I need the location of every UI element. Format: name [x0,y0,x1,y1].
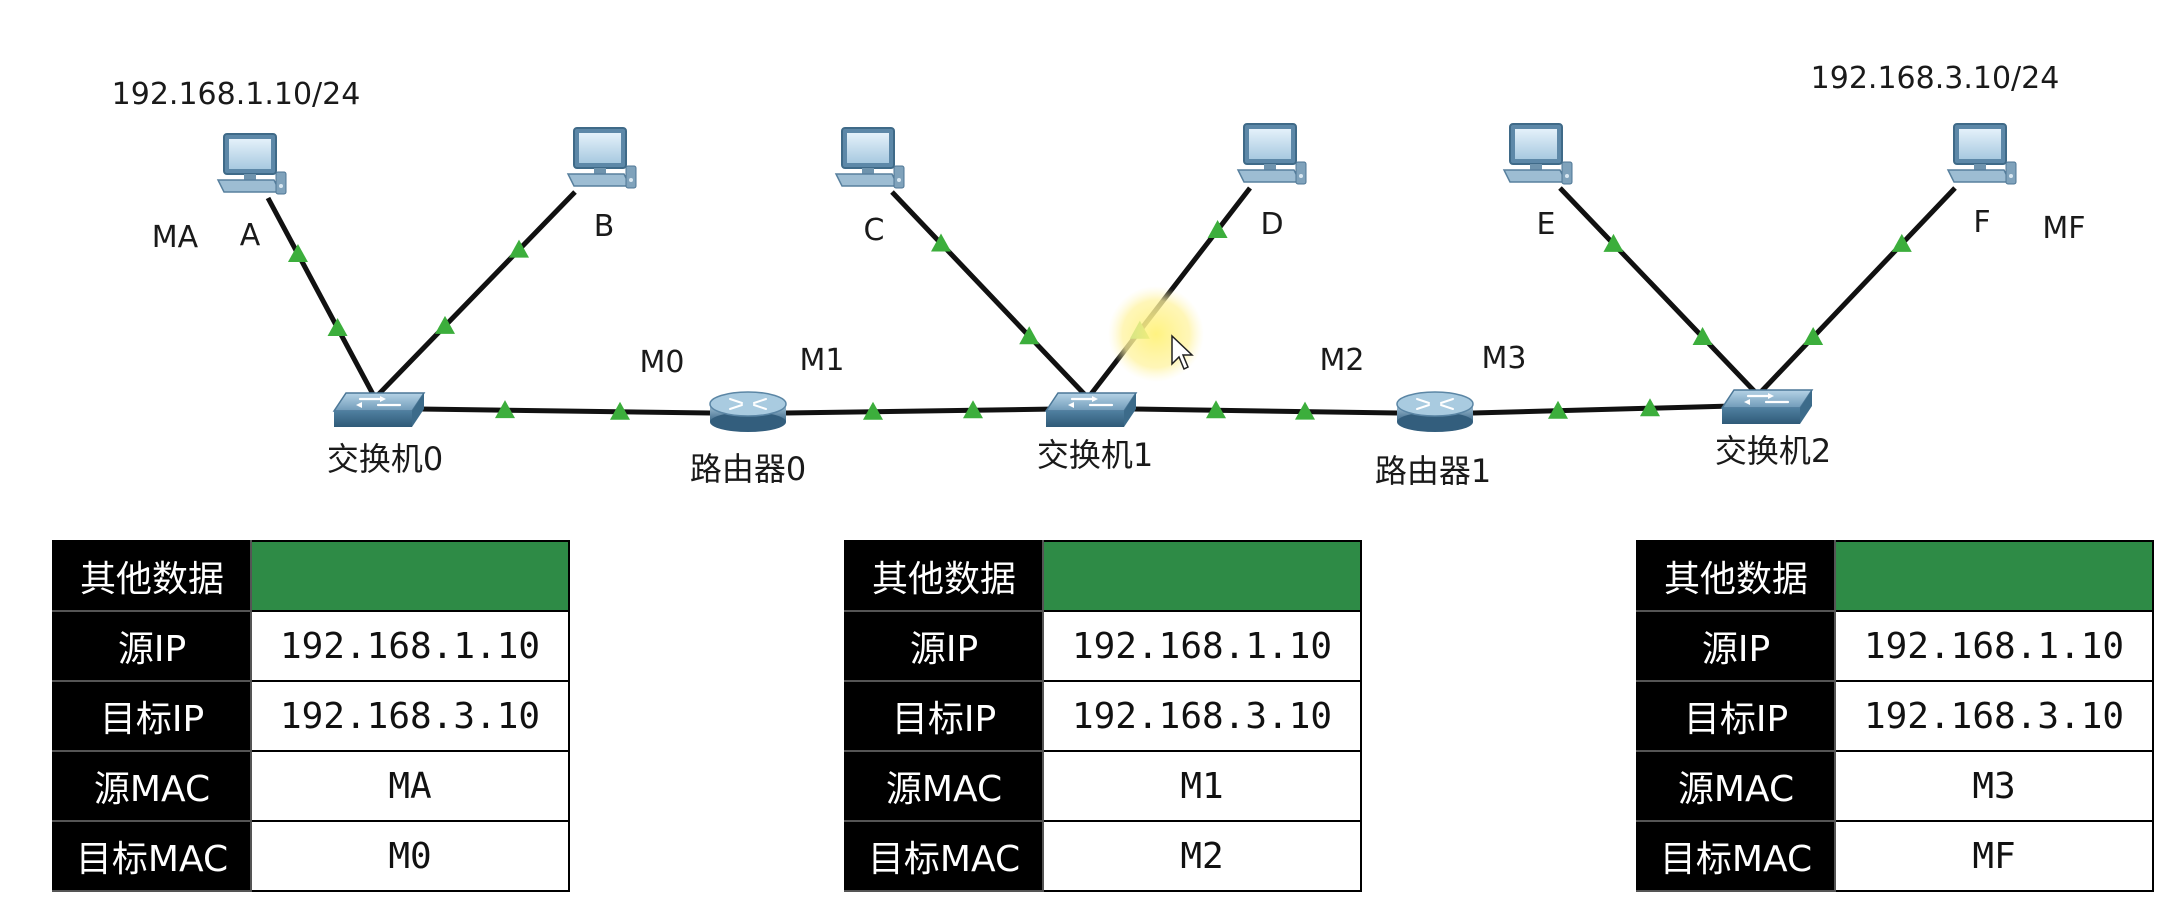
host-ip-a: 192.168.1.10/24 [112,77,361,112]
field-name: 源MAC [52,750,252,822]
payload-data-cell [250,540,570,612]
payload-data-cell [1834,540,2154,612]
pc-icon-d[interactable] [1237,123,1307,185]
field-name: 目标IP [844,680,1044,752]
table-row: 其他数据 [1636,540,2154,612]
host-mac-f: MF [2042,211,2085,246]
host-ip-f: 192.168.3.10/24 [1811,61,2060,96]
link-up-triangle-icon [287,244,308,262]
field-name: 其他数据 [52,540,252,612]
router-icon-r0[interactable] [709,391,787,433]
pc-icon-a[interactable] [217,133,287,195]
field-value: M1 [1042,750,1362,822]
pc-icon-b[interactable] [567,127,637,189]
field-name: 源IP [52,610,252,682]
field-value: 192.168.1.10 [1042,610,1362,682]
links [265,186,1957,416]
link-up-triangle-icon [327,318,348,336]
link-horizontal-0 [419,406,711,416]
field-value: 192.168.3.10 [250,680,570,752]
device-labels: A MA 192.168.1.10/24B C D E F MF 192.168.3.10/24… [112,61,2086,490]
field-name: 其他数据 [844,540,1044,612]
field-name: 目标MAC [844,820,1044,892]
field-name: 其他数据 [1636,540,1836,612]
router-mac-right-r0: M1 [800,343,845,378]
link-horizontal-2 [1131,406,1398,416]
field-name: 源IP [1636,610,1836,682]
switch-icon-sw0[interactable] [332,391,426,429]
pc-icon-c[interactable] [835,127,905,189]
mouse-cursor-icon [1171,334,1194,371]
link-status-indicators [287,220,1912,420]
field-value: 192.168.3.10 [1834,680,2154,752]
payload-data-cell [1042,540,1362,612]
field-name: 目标IP [52,680,252,752]
host-label-c: C [864,213,885,248]
host-label-d: D [1260,207,1283,242]
router-mac-right-r1: M3 [1482,341,1527,376]
field-value: M2 [1042,820,1362,892]
router-icon-r1[interactable] [1396,391,1474,433]
link-C-sw1 [890,190,1090,400]
switch-icon-sw2[interactable] [1720,388,1814,426]
link-horizontal-1 [785,406,1057,416]
host-label-e: E [1537,207,1556,242]
router-label-r0: 路由器0 [690,450,806,488]
field-value: M0 [250,820,570,892]
switch-label-sw0: 交换机0 [327,440,443,478]
link-E-sw2 [1558,186,1760,397]
link-A-sw0 [265,196,378,400]
field-name: 目标MAC [52,820,252,892]
highlight-marker [1108,286,1204,382]
router-label-r1: 路由器1 [1375,452,1491,490]
router-mac-left-r0: M0 [640,345,685,380]
field-value: MA [250,750,570,822]
host-mac-a: MA [152,220,199,255]
field-value: 192.168.1.10 [250,610,570,682]
field-name: 源MAC [1636,750,1836,822]
field-value: MF [1834,820,2154,892]
field-name: 源IP [844,610,1044,682]
link-horizontal-3 [1472,403,1733,416]
table-row: 其他数据 [52,540,570,612]
field-name: 目标IP [1636,680,1836,752]
switch-label-sw1: 交换机1 [1037,436,1153,474]
link-F-sw2 [1756,186,1957,397]
field-value: 192.168.1.10 [1834,610,2154,682]
host-label-f: F [1973,205,1990,240]
field-name: 源MAC [844,750,1044,822]
router-mac-left-r1: M2 [1320,343,1365,378]
host-label-b: B [594,209,615,244]
pc-icon-f[interactable] [1947,123,2017,185]
pc-icon-e[interactable] [1503,123,1573,185]
switch-label-sw2: 交换机2 [1715,432,1831,470]
field-name: 目标MAC [1636,820,1836,892]
field-value: 192.168.3.10 [1042,680,1362,752]
link-B-sw0 [373,190,577,400]
field-value: M3 [1834,750,2154,822]
table-row: 其他数据 [844,540,1362,612]
host-label-a: A [240,218,261,253]
switch-icon-sw1[interactable] [1044,391,1138,429]
